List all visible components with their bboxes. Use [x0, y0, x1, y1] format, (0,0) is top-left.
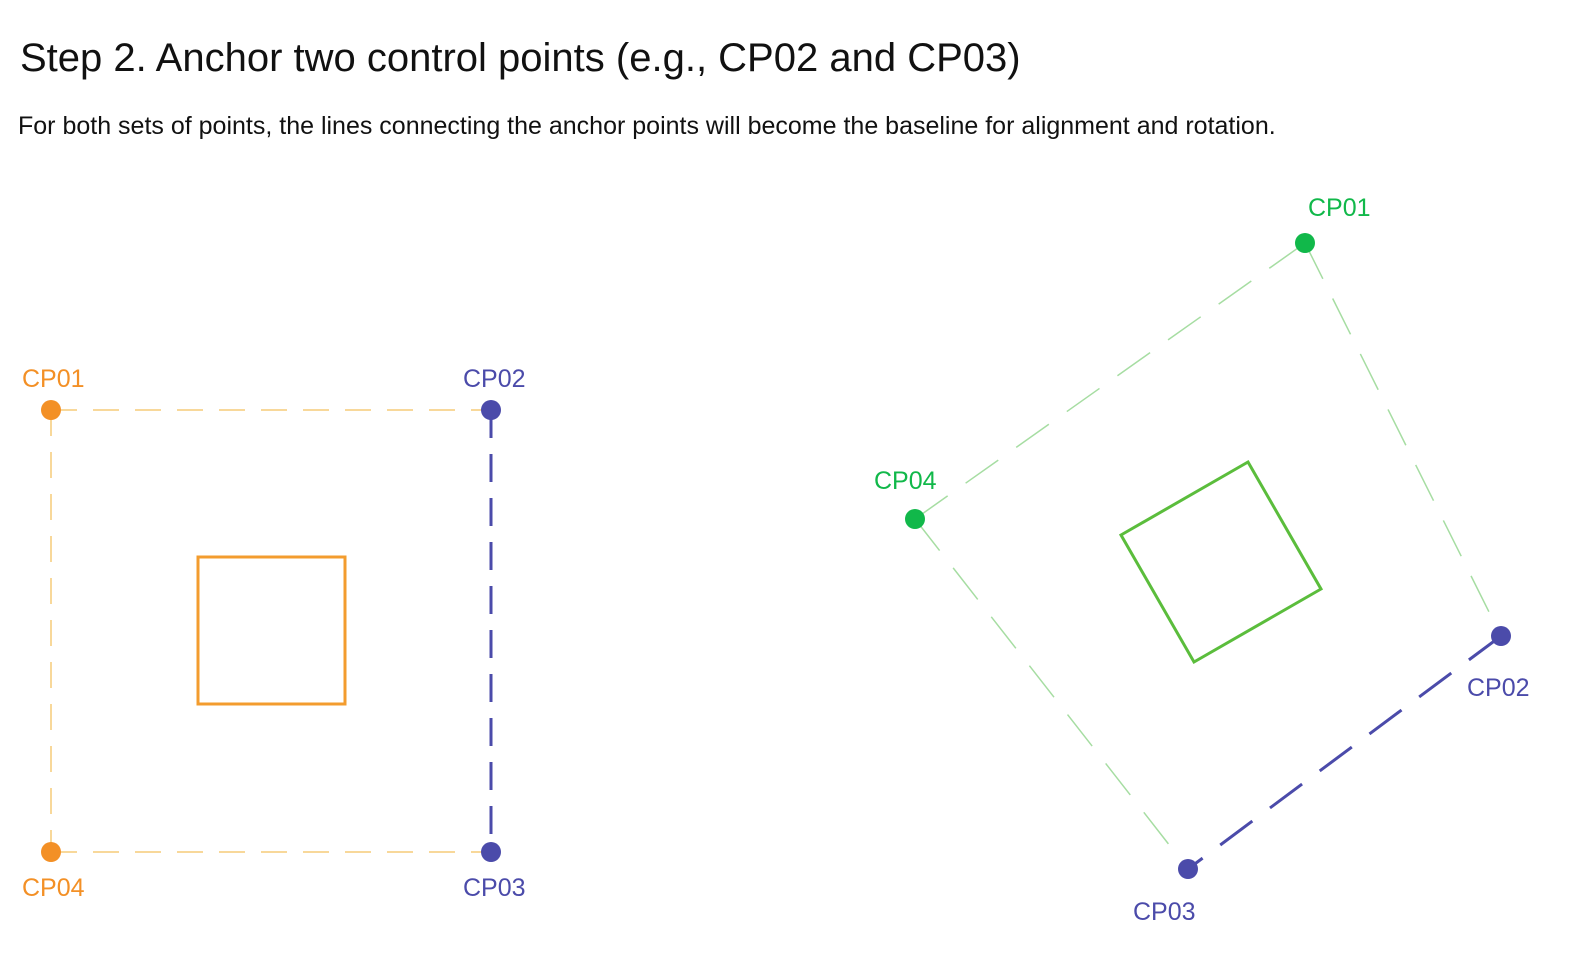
- left-diagram: CP01 CP02 CP03 CP04: [22, 365, 526, 902]
- right-inner-square: [1118, 459, 1324, 665]
- left-cp04-label: CP04: [22, 874, 85, 902]
- left-cp02-label: CP02: [463, 365, 526, 393]
- right-cp04-point: [905, 509, 925, 529]
- left-cp01-label: CP01: [22, 365, 85, 393]
- right-cp04-label: CP04: [874, 467, 937, 495]
- right-cp03-label: CP03: [1133, 898, 1196, 926]
- left-cp03-label: CP03: [463, 874, 526, 902]
- right-diagram: CP01 CP02 CP03 CP04: [874, 194, 1530, 926]
- right-cp03-point: [1178, 859, 1198, 879]
- right-cp02-label: CP02: [1467, 674, 1530, 702]
- right-edge-cp04-cp03: [914, 518, 1189, 870]
- left-cp03-point: [481, 842, 501, 862]
- right-cp02-point: [1491, 626, 1511, 646]
- page-subtitle: For both sets of points, the lines conne…: [18, 112, 1276, 140]
- right-cp01-point: [1295, 233, 1315, 253]
- left-inner-square: [196, 555, 347, 706]
- left-cp02-point: [481, 400, 501, 420]
- left-cp01-point: [41, 400, 61, 420]
- right-cp01-label: CP01: [1308, 194, 1371, 222]
- right-baseline-cp02-cp03: [1187, 634, 1502, 871]
- right-edge-cp01-cp02: [1304, 242, 1502, 637]
- left-cp04-point: [41, 842, 61, 862]
- page-title: Step 2. Anchor two control points (e.g.,…: [20, 36, 1021, 80]
- right-edge-cp04-cp01: [914, 242, 1306, 520]
